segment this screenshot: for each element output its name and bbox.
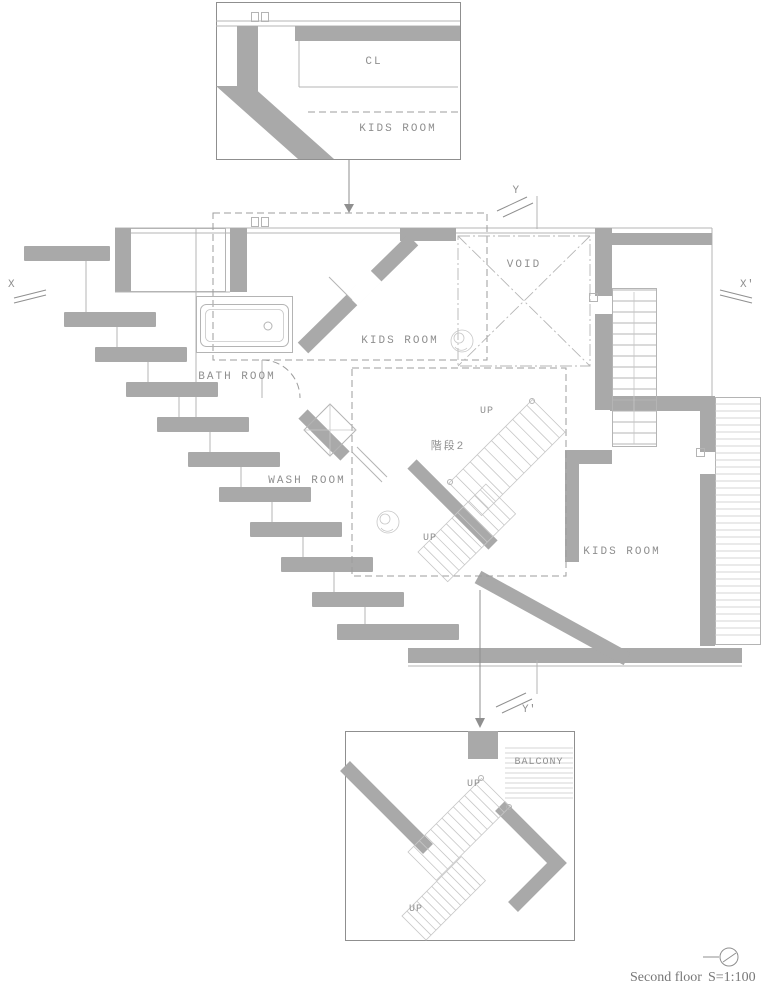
detail-staircase-upper-flight [407, 777, 511, 881]
section-marker-y-bottom: Y' [495, 692, 536, 716]
bottom-detail-callout: BALCONY UP UP [340, 731, 575, 941]
stair-post [447, 479, 453, 485]
title-block: Second floor S=1:100 [630, 947, 756, 985]
main-floor-plan: BATH ROOM WASH ROOM KIDS ROOM KIDS ROOM … [24, 196, 761, 694]
stair-tread [337, 624, 459, 640]
stair-tread [157, 417, 249, 432]
top-detail-callout: CL KIDS ROOM [216, 2, 461, 160]
stair-tread [312, 592, 404, 607]
wash-room-label: WASH ROOM [268, 475, 345, 487]
fixture [261, 12, 269, 22]
stair-tread [95, 347, 187, 362]
section-label-y-prime: Y' [522, 704, 536, 716]
north-symbol-icon [719, 947, 739, 967]
wall-segment [468, 731, 498, 759]
wall-segment [237, 26, 258, 96]
kids-room-label-center: KIDS ROOM [361, 335, 438, 347]
bathtub-drain [263, 321, 273, 331]
section-marker-x-right: X' [719, 279, 754, 304]
stair-tread [250, 522, 342, 537]
stair-post [478, 775, 484, 781]
arrow-down-icon [344, 204, 354, 213]
kids-room-label-top-detail: KIDS ROOM [359, 123, 436, 135]
stair-tread [64, 312, 156, 327]
section-cut-box-center [351, 367, 567, 577]
left-cantilever-stairs [24, 246, 459, 640]
tread-connectors [85, 261, 366, 624]
balcony-deck-hatch [505, 747, 573, 799]
center-staircase-lower-flight [417, 483, 517, 583]
exterior-walls [115, 217, 742, 667]
stair-tread [24, 246, 110, 261]
stair-tread [126, 382, 218, 397]
stair-post [506, 804, 512, 810]
figure-glyph [376, 510, 400, 534]
center-staircase: 階段2 UP UP [417, 398, 566, 583]
top-callout-leader [344, 160, 354, 213]
scale-caption: S=1:100 [708, 970, 756, 985]
kids-room-label-right: KIDS ROOM [583, 546, 660, 558]
section-label-y: Y [512, 185, 519, 197]
detail-staircase-lower-flight [401, 856, 487, 941]
section-cut-box-top [212, 212, 488, 361]
void-label: VOID [507, 259, 541, 271]
stair2-label: 階段2 [431, 438, 466, 453]
door-jamb [589, 293, 598, 302]
floor-caption: Second floor [630, 970, 702, 985]
fixture [251, 12, 259, 22]
door-opening [595, 296, 612, 314]
stair-post [529, 398, 535, 404]
arrow-down-icon [475, 718, 485, 728]
section-label-x: X [8, 279, 15, 291]
interior-walls [230, 228, 742, 666]
up-label-detail-lower: UP [409, 904, 423, 915]
bottom-callout-leader [475, 590, 485, 728]
wall-segment [295, 26, 460, 41]
section-label-x-prime: X' [740, 279, 754, 291]
balcony-deck [715, 397, 761, 645]
center-staircase-upper-flight [448, 398, 566, 517]
north-needle-icon [722, 952, 737, 963]
bathroom: BATH ROOM [196, 296, 301, 399]
up-label-upper: UP [480, 406, 494, 417]
section-marker-y-top: Y [496, 185, 534, 218]
void-area: VOID [457, 235, 591, 367]
up-label-lower: UP [423, 533, 437, 544]
section-marker-x-left: X [8, 279, 47, 304]
balcony-label: BALCONY [514, 757, 563, 768]
up-label-detail-upper: UP [467, 779, 481, 790]
stair-tread [188, 452, 280, 467]
figure-glyph [450, 329, 474, 353]
door-jamb [696, 448, 705, 457]
shower-area [303, 403, 357, 457]
diagonal-wall [340, 761, 433, 854]
closet-label: CL [365, 56, 382, 68]
stair-tread [219, 487, 311, 502]
right-staircase [612, 288, 657, 447]
diagonal-wall [495, 801, 567, 912]
door-opening [700, 452, 715, 474]
bath-room-label: BATH ROOM [198, 371, 275, 383]
diagonal-wall [216, 86, 334, 159]
door-swing-arc [261, 359, 301, 399]
bathtub [200, 304, 289, 347]
stair-tread [281, 557, 373, 572]
